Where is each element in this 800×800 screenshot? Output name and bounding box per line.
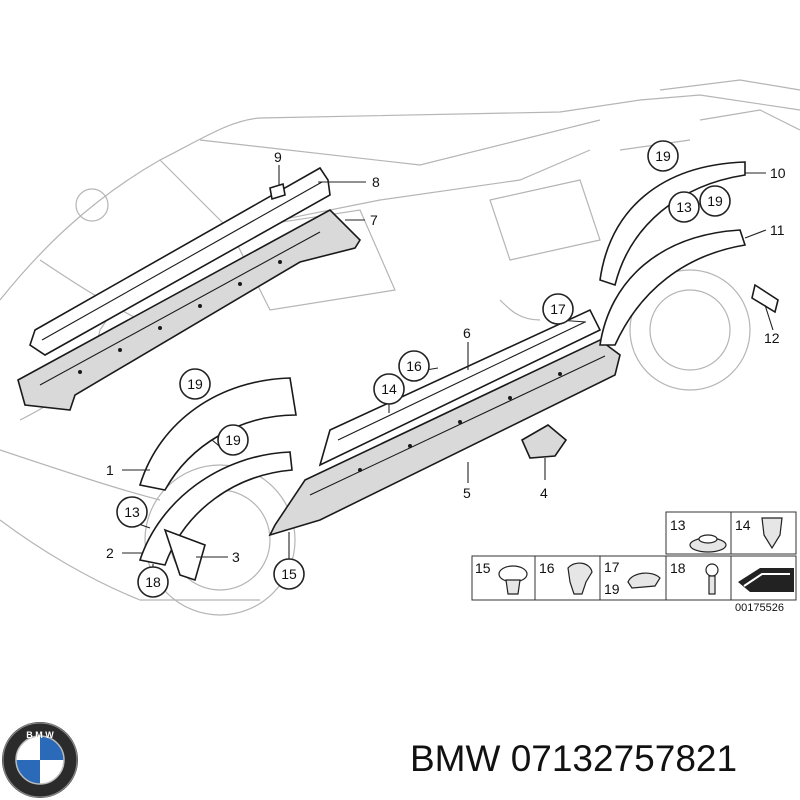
svg-text:17: 17 bbox=[604, 559, 620, 575]
callout-4: 4 bbox=[540, 485, 548, 501]
callout-11: 11 bbox=[770, 222, 785, 238]
circled-callout-17: 17 bbox=[542, 293, 574, 325]
callout-5: 5 bbox=[463, 485, 471, 501]
circled-callout-14: 14 bbox=[373, 373, 405, 405]
side-skirt-lower bbox=[268, 339, 621, 537]
legend-cell-13: 13 bbox=[670, 517, 727, 553]
callout-12: 12 bbox=[764, 330, 780, 346]
rear-wheel-arch-liner bbox=[599, 229, 747, 346]
rear-mudflap bbox=[751, 283, 779, 314]
front-wheel-arch-trim bbox=[138, 377, 297, 491]
svg-text:19: 19 bbox=[655, 148, 671, 164]
callout-7: 7 bbox=[370, 212, 378, 228]
clip-bracket bbox=[520, 424, 568, 459]
rear-wheel-arch-trim bbox=[599, 161, 746, 287]
circled-callout-16: 16 bbox=[398, 350, 430, 382]
callout-9: 9 bbox=[274, 149, 282, 165]
svg-text:13: 13 bbox=[670, 517, 686, 533]
circled-callout-19-front-upper: 19 bbox=[179, 368, 211, 400]
diagram-id: 00175526 bbox=[735, 602, 784, 614]
svg-text:19: 19 bbox=[225, 432, 241, 448]
svg-text:15: 15 bbox=[475, 560, 491, 576]
svg-text:16: 16 bbox=[539, 560, 555, 576]
sill-trim-lower bbox=[17, 209, 362, 411]
callout-10: 10 bbox=[770, 165, 786, 181]
mudflap-front bbox=[163, 528, 206, 582]
circled-callout-15: 15 bbox=[273, 558, 305, 590]
callout-1: 1 bbox=[106, 462, 114, 478]
part-number-caption: BMW 07132757821 bbox=[410, 738, 738, 779]
circled-callout-19-rear-lower: 19 bbox=[699, 185, 731, 217]
svg-text:18: 18 bbox=[670, 560, 686, 576]
svg-text:15: 15 bbox=[281, 566, 297, 582]
svg-text:16: 16 bbox=[406, 358, 422, 374]
svg-text:13: 13 bbox=[676, 199, 692, 215]
svg-text:19: 19 bbox=[604, 581, 620, 597]
svg-text:19: 19 bbox=[187, 376, 203, 392]
circled-callout-19-rear-upper: 19 bbox=[647, 140, 679, 172]
bmw-logo: B M W bbox=[2, 722, 78, 798]
callout-2: 2 bbox=[106, 545, 114, 561]
callout-3: 3 bbox=[232, 549, 240, 565]
callout-numbers: 1 2 3 4 5 6 7 8 9 10 11 12 bbox=[106, 149, 786, 565]
callout-6: 6 bbox=[463, 325, 471, 341]
circled-callout-13-front: 13 bbox=[116, 496, 148, 528]
svg-text:17: 17 bbox=[550, 301, 566, 317]
circled-callouts: 19 19 19 19 13 13 18 15 bbox=[116, 140, 731, 598]
fastener-legend: 13 14 15 16 17 19 18 bbox=[471, 511, 797, 601]
legend-cell-16: 16 bbox=[539, 560, 593, 595]
legend-cell-17-19: 17 19 bbox=[604, 559, 661, 597]
legend-cell-18: 18 bbox=[670, 560, 719, 595]
sill-trim-upper bbox=[29, 166, 331, 356]
side-skirt-upper bbox=[318, 308, 602, 467]
svg-text:19: 19 bbox=[707, 193, 723, 209]
circled-callout-19-front-lower: 19 bbox=[217, 424, 249, 456]
svg-text:B M W: B M W bbox=[26, 730, 54, 740]
legend-cell-14: 14 bbox=[735, 517, 783, 550]
legend-cell-arrow-icon bbox=[738, 568, 794, 592]
svg-text:13: 13 bbox=[124, 504, 140, 520]
svg-text:14: 14 bbox=[381, 381, 397, 397]
callout-8: 8 bbox=[372, 174, 380, 190]
circled-callout-13-rear: 13 bbox=[668, 191, 700, 223]
legend-cell-15: 15 bbox=[475, 560, 528, 595]
svg-text:18: 18 bbox=[145, 574, 161, 590]
circled-callout-18: 18 bbox=[137, 566, 169, 598]
svg-text:14: 14 bbox=[735, 517, 751, 533]
